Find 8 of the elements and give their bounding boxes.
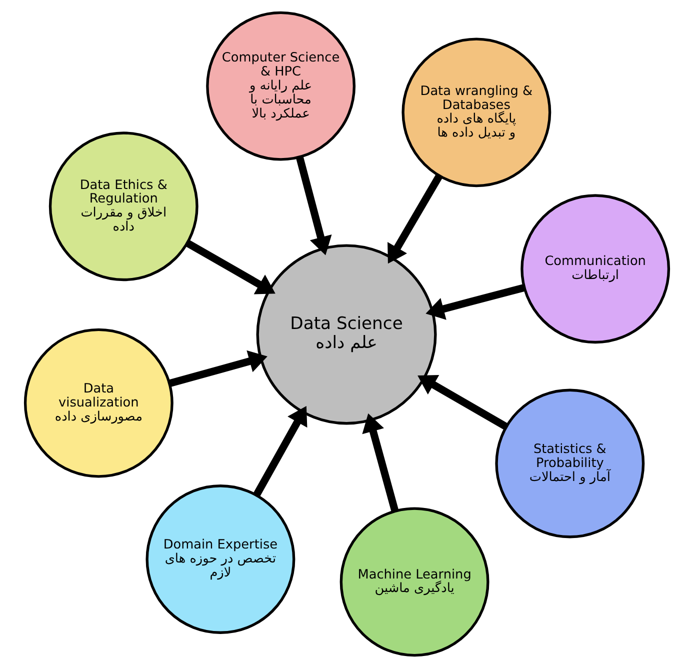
arrow <box>185 240 275 294</box>
arrow <box>296 156 332 256</box>
arrow <box>362 413 398 512</box>
arrow <box>387 174 442 264</box>
arrow <box>168 350 267 387</box>
arrow <box>417 374 508 430</box>
arrow <box>252 406 307 497</box>
arrow <box>425 284 525 320</box>
